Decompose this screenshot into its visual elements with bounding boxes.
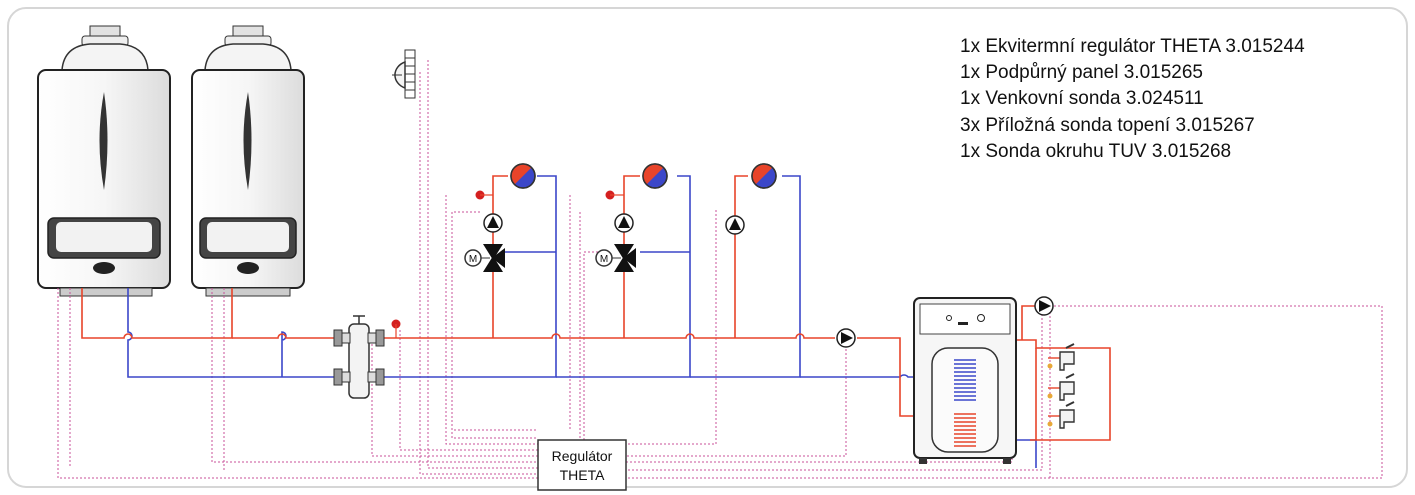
pump-circuit-1: [483, 213, 503, 233]
signal-wiring: [57, 60, 1383, 480]
legend-line-2: 1x Podpůrný panel 3.015265: [960, 62, 1203, 83]
tap-1: [1047, 343, 1075, 371]
tap-2: [1047, 373, 1075, 401]
legend-line-5: 1x Sonda okruhu TUV 3.015268: [960, 141, 1231, 162]
heating-circuit-3: [751, 163, 777, 189]
legend-line-4: 3x Příložná sonda topení 3.015267: [960, 115, 1255, 136]
pump-circuit-2: [614, 213, 634, 233]
svg-text:M: M: [600, 254, 608, 265]
boiler-1: [37, 25, 171, 297]
pump-dhw-charge: [836, 328, 856, 348]
pump-dhw-circulation: [1034, 296, 1054, 316]
mixing-valve-1: M: [464, 244, 505, 272]
mixing-valve-2: M: [595, 244, 636, 272]
heating-circuit-1: [510, 163, 536, 189]
hydraulic-separator: [333, 315, 385, 399]
heating-circuit-2: [642, 163, 668, 189]
svg-text:M: M: [469, 254, 477, 265]
controller-label-line1: Regulátor: [552, 448, 613, 464]
outdoor-sensor: [392, 49, 416, 99]
component-legend: 1x Ekvitermní regulátor THETA 3.015244 1…: [960, 36, 1305, 162]
tap-3: [1047, 401, 1075, 429]
controller-label-line2: THETA: [560, 467, 606, 483]
legend-line-3: 1x Venkovní sonda 3.024511: [960, 88, 1204, 109]
controller-theta: Regulátor THETA: [537, 439, 627, 491]
dhw-tank: [913, 297, 1017, 464]
legend-line-1: 1x Ekvitermní regulátor THETA 3.015244: [960, 36, 1305, 57]
boiler-2: [191, 25, 305, 297]
pump-circuit-3: [725, 215, 745, 235]
